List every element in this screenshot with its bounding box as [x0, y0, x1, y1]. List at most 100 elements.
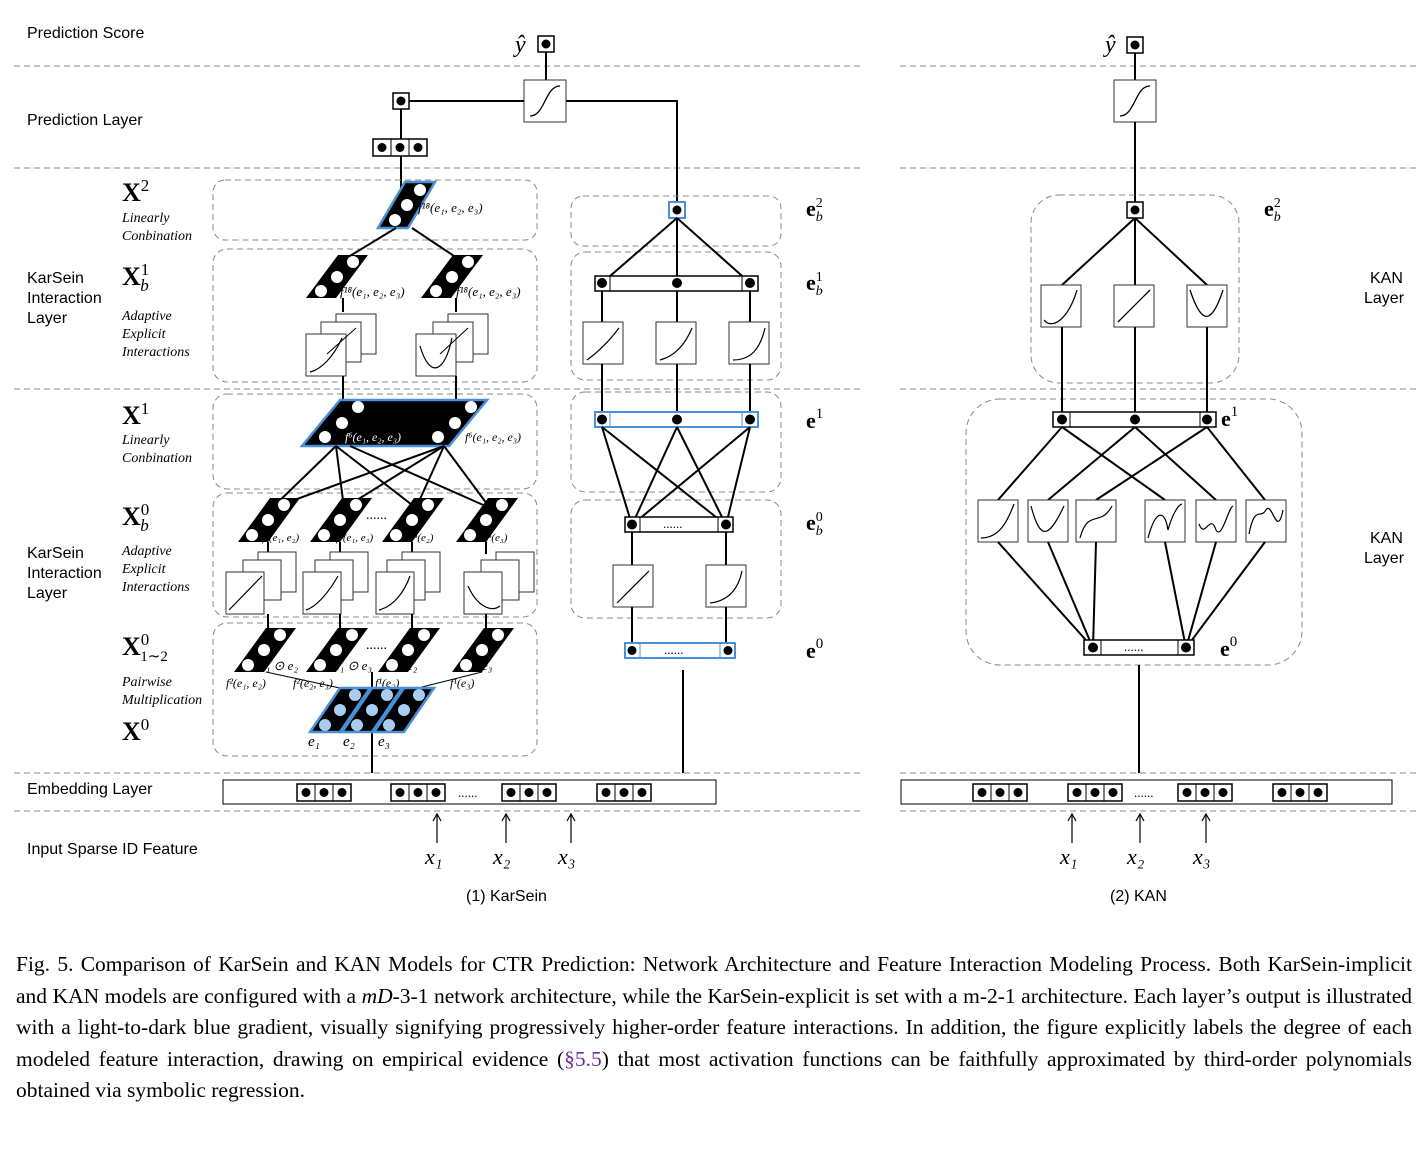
kan-layer-label-2a: KAN	[1370, 530, 1403, 547]
svg-text:x₃: x₃	[1192, 844, 1210, 869]
kan-layer-label-2b: Layer	[1364, 550, 1405, 567]
caption-text-3: ) that most activation functions can be …	[16, 1046, 1413, 1103]
row-label-interaction-1c: Layer	[27, 310, 68, 327]
svg-text:e2b: e2b	[806, 196, 823, 225]
svg-text:e0b: e0b	[806, 510, 823, 539]
karsein-yhat: ŷ	[513, 32, 526, 58]
xb0-nodes: ...... f⁶(e₁, e₂) f⁶(e₁, e₃) f³(e₂) f³(e…	[238, 498, 518, 544]
svg-text:f¹(e₂): f¹(e₂)	[375, 676, 399, 690]
x0-embeddings: e₁ e₂ e₃	[307, 686, 437, 750]
svg-text:Conbination: Conbination	[122, 451, 192, 466]
row-label-prediction-score: Prediction Score	[27, 25, 144, 42]
svg-text:Explicit: Explicit	[121, 562, 167, 577]
svg-text:e₃: e₃	[482, 658, 492, 673]
svg-text:X01∼2: X01∼2	[122, 630, 168, 665]
svg-text:......: ......	[663, 516, 683, 531]
svg-text:Linearly: Linearly	[121, 211, 170, 226]
prediction-vector	[372, 138, 428, 157]
svg-text:X2: X2	[122, 176, 149, 207]
svg-text:e1b: e1b	[806, 270, 823, 299]
svg-text:......: ......	[1124, 639, 1144, 654]
svg-text:Adaptive: Adaptive	[121, 309, 172, 324]
svg-text:Pairwise: Pairwise	[121, 675, 172, 690]
row-label-interaction-2b: Interaction	[27, 565, 102, 582]
svg-text:......: ......	[664, 642, 684, 657]
svg-text:X1b: X1b	[122, 260, 149, 295]
svg-text:f²(e₂, e₃): f²(e₂, e₃)	[293, 676, 333, 690]
kan-inputs	[1067, 812, 1211, 843]
svg-text:Explicit: Explicit	[121, 327, 167, 342]
svg-text:......: ......	[366, 508, 387, 523]
kan-network: ......	[977, 201, 1287, 773]
svg-text:e₃: e₃	[378, 734, 390, 750]
kan-subtitle: (2) KAN	[1110, 888, 1167, 905]
xb0-activations	[225, 551, 535, 615]
svg-text:......: ......	[1134, 785, 1154, 800]
row-label-interaction-2c: Layer	[27, 585, 68, 602]
svg-text:......: ......	[458, 785, 478, 800]
architecture-figure: Prediction Score Prediction Layer KarSei…	[14, 25, 1418, 905]
row-label-interaction-2a: KarSein	[27, 545, 84, 562]
svg-text:Linearly: Linearly	[121, 433, 170, 448]
svg-text:......: ......	[366, 638, 387, 653]
row-label-input: Input Sparse ID Feature	[27, 841, 198, 858]
svg-text:X1: X1	[122, 399, 149, 430]
svg-text:f⁶(e₁, e₃): f⁶(e₁, e₃)	[336, 532, 373, 544]
svg-text:e₁ ⊙ e₃: e₁ ⊙ e₃	[334, 658, 372, 673]
svg-text:Interactions: Interactions	[121, 580, 190, 595]
svg-text:e2b: e2b	[1264, 196, 1281, 225]
x2-node: f¹⁸(e₁, e₂, e₃)	[375, 180, 483, 230]
row-label-interaction-1a: KarSein	[27, 270, 84, 287]
svg-text:e₁: e₁	[308, 734, 320, 750]
karsein-embedding-layer: ......	[222, 779, 717, 805]
svg-text:f¹⁸(e₁, e₂, e₃): f¹⁸(e₁, e₂, e₃)	[456, 284, 521, 299]
xb1-activations	[305, 313, 489, 377]
svg-text:e0: e0	[1220, 634, 1237, 661]
row-separators	[14, 65, 1418, 812]
row-label-prediction-layer: Prediction Layer	[27, 112, 143, 129]
kan-embedding-layer: ......	[900, 779, 1393, 805]
svg-text:x₃: x₃	[557, 844, 575, 869]
svg-text:e₂: e₂	[407, 658, 418, 673]
svg-text:f⁶(e₁, e₂, e₃): f⁶(e₁, e₂, e₃)	[465, 430, 521, 444]
x1-node: f⁶(e₁, e₂, e₃) f⁶(e₁, e₂, e₃)	[299, 398, 521, 448]
karsein-inputs	[432, 812, 576, 843]
svg-text:e1: e1	[1221, 404, 1238, 431]
svg-text:x₂: x₂	[1126, 844, 1145, 869]
caption-text-1: Fig. 5. Comparison of KarSein and KAN Mo…	[16, 952, 1412, 1008]
svg-text:e0: e0	[806, 636, 823, 663]
svg-text:x₁: x₁	[424, 844, 442, 869]
svg-text:e₂: e₂	[343, 734, 355, 750]
xb1-nodes: f¹⁸(e₁, e₂, e₃) f¹⁸(e₁, e₂, e₃)	[306, 255, 521, 299]
section-link[interactable]: §5.5	[564, 1046, 602, 1071]
kan-yhat: ŷ	[1103, 32, 1116, 58]
svg-text:f¹⁸(e₁, e₂, e₃): f¹⁸(e₁, e₂, e₃)	[340, 284, 405, 299]
caption-math: mD	[361, 983, 393, 1008]
svg-text:X0: X0	[122, 715, 149, 746]
svg-text:f⁶(e₁, e₂, e₃): f⁶(e₁, e₂, e₃)	[345, 430, 401, 444]
svg-text:Adaptive: Adaptive	[121, 544, 172, 559]
kan-layer-label-1a: KAN	[1370, 270, 1403, 287]
svg-text:f¹⁸(e₁, e₂, e₃): f¹⁸(e₁, e₂, e₃)	[418, 200, 483, 215]
svg-text:f⁶(e₁, e₂): f⁶(e₁, e₂)	[262, 532, 299, 544]
svg-text:e1: e1	[806, 406, 823, 433]
x012-nodes: ...... e₁ ⊙ e₂ e₁ ⊙ e₃ e₂ e₃ f²(e₁, e₂) …	[226, 628, 514, 690]
svg-text:e₁ ⊙ e₂: e₁ ⊙ e₂	[260, 658, 298, 673]
row-label-interaction-1b: Interaction	[27, 290, 102, 307]
svg-text:X0b: X0b	[122, 500, 149, 535]
row-label-embedding: Embedding Layer	[27, 781, 153, 798]
kan-layer-label-1b: Layer	[1364, 290, 1405, 307]
svg-text:f²(e₁, e₂): f²(e₁, e₂)	[226, 676, 266, 690]
svg-text:Multiplication: Multiplication	[121, 693, 202, 708]
svg-text:Conbination: Conbination	[122, 229, 192, 244]
svg-text:f³(e₃): f³(e₃)	[485, 532, 508, 544]
caption-text-2: -3-1 network architecture, while the Kar…	[16, 983, 1412, 1071]
implicit-network: ...... ......	[582, 201, 770, 773]
svg-text:f¹(e₃): f¹(e₃)	[450, 676, 474, 690]
svg-text:f³(e₂): f³(e₂)	[411, 532, 434, 544]
karsein-subtitle: (1) KarSein	[466, 888, 547, 905]
svg-text:Interactions: Interactions	[121, 345, 190, 360]
